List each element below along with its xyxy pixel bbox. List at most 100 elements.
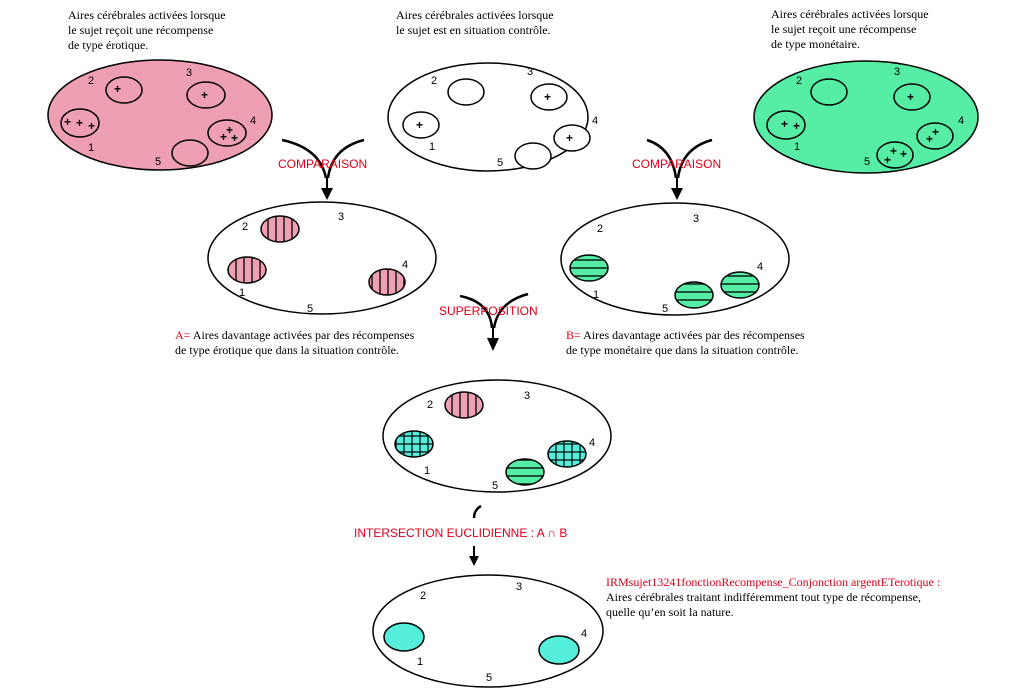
area-2 (105, 76, 143, 104)
result-b-text: Aires davantage activées par des récompe… (580, 328, 805, 342)
area-number: 4 (592, 115, 598, 127)
area-number: 4 (402, 259, 408, 271)
area-4 (207, 119, 247, 147)
area-number: 4 (589, 437, 595, 449)
caption-control: Aires cérébrales activées lorsque le suj… (396, 8, 554, 38)
area-2 (260, 215, 300, 243)
area-4 (720, 271, 760, 299)
brain-intersection: 2 3 4 1 5 (372, 574, 604, 688)
area-number: 5 (486, 672, 492, 684)
area-1 (402, 111, 440, 139)
caption-line: de type érotique que dans la situation c… (175, 343, 399, 357)
brain-result-b: 2 3 4 1 5 (560, 202, 790, 316)
result-b-label: B= (566, 328, 581, 342)
plus-sign: + (231, 131, 238, 145)
plus-sign: + (890, 144, 897, 158)
plus-sign: + (932, 125, 939, 139)
caption-line: de type monétaire. (771, 37, 860, 51)
area-number: 2 (431, 75, 437, 87)
plus-sign: + (926, 132, 933, 146)
area-number: 1 (429, 141, 435, 153)
area-2 (447, 78, 485, 106)
caption-line: Aires cérébrales activées lorsque (771, 7, 929, 21)
caption-monetary: Aires cérébrales activées lorsque le suj… (771, 7, 929, 52)
plus-sign: + (226, 123, 233, 137)
plus-sign: + (76, 116, 83, 130)
area-number: 1 (424, 465, 430, 477)
area-number: 5 (307, 303, 313, 315)
area-number: 3 (894, 66, 900, 78)
superposition-label: SUPERPOSITION (439, 304, 538, 318)
area-number: 1 (239, 287, 245, 299)
final-title: IRMsujet13241fonctionRecompense_Conjonct… (606, 575, 941, 589)
caption-line: Aires cérébrales activées lorsque (396, 8, 554, 22)
result-a-text: Aires davantage activées par des récompe… (190, 328, 415, 342)
area-number: 5 (492, 480, 498, 492)
area-number: 2 (796, 75, 802, 87)
area-number: 5 (497, 157, 503, 169)
area-1 (60, 108, 100, 138)
brain-erotic: + + + + + + + + 2 3 4 1 5 (47, 59, 273, 171)
area-4 (916, 122, 954, 150)
area-number: 2 (597, 223, 603, 235)
intersection-label: INTERSECTION EUCLIDIENNE : A ∩ B (354, 526, 567, 540)
area-5 (674, 281, 714, 309)
caption-line: le sujet est en situation contrôle. (396, 23, 551, 37)
area-1 (227, 256, 267, 284)
comparison-arrow-left (281, 138, 365, 200)
area-number: 3 (527, 66, 533, 78)
plus-sign: + (114, 82, 121, 96)
caption-line: Aires cérébrales traitant indifféremment… (606, 590, 921, 604)
area-5 (514, 142, 552, 170)
plus-sign: + (88, 119, 95, 133)
area-number: 2 (427, 399, 433, 411)
caption-result-a: A= Aires davantage activées par des réco… (175, 328, 414, 358)
area-5 (876, 141, 914, 169)
area-number: 3 (338, 211, 344, 223)
comparison-label-right: COMPARAISON (632, 157, 721, 171)
area-number: 2 (420, 590, 426, 602)
area-number: 1 (417, 656, 423, 668)
superposition-arrow (459, 292, 529, 351)
area-4 (547, 440, 587, 468)
area-number: 5 (662, 303, 668, 315)
area-number: 4 (581, 628, 587, 640)
brain-superposition: 2 3 4 1 5 (382, 379, 612, 493)
area-2 (810, 78, 848, 106)
caption-line: le sujet reçoit une récompense (68, 23, 214, 37)
area-3 (186, 81, 226, 109)
area-number: 4 (958, 115, 964, 127)
area-number: 1 (794, 141, 800, 153)
area-number: 4 (250, 115, 256, 127)
plus-sign: + (781, 117, 788, 131)
area-1 (383, 622, 425, 652)
brain-control: + + + 2 3 4 1 5 (387, 62, 598, 172)
caption-result-b: B= Aires davantage activées par des réco… (566, 328, 805, 358)
area-1 (569, 254, 609, 282)
area-number: 4 (757, 261, 763, 273)
area-number: 5 (155, 156, 161, 168)
caption-line: Aires cérébrales activées lorsque (68, 8, 226, 22)
area-4 (538, 635, 580, 665)
area-4 (553, 124, 591, 152)
plus-sign: + (201, 88, 208, 102)
area-number: 3 (693, 213, 699, 225)
area-number: 2 (242, 221, 248, 233)
plus-sign: + (884, 153, 891, 167)
caption-line: A= Aires davantage activées par des réco… (175, 328, 414, 343)
area-3 (893, 83, 931, 111)
area-number: 2 (88, 75, 94, 87)
plus-sign: + (416, 118, 423, 132)
plus-sign: + (793, 119, 800, 133)
plus-sign: + (907, 90, 914, 104)
brain-result-a: 2 3 4 1 5 (207, 201, 437, 315)
area-number: 1 (593, 289, 599, 301)
area-1 (766, 110, 806, 140)
area-5 (171, 139, 209, 167)
plus-sign: + (544, 90, 551, 104)
caption-line: B= Aires davantage activées par des réco… (566, 328, 805, 343)
area-number: 3 (524, 390, 530, 402)
intersection-arrow (469, 504, 482, 566)
